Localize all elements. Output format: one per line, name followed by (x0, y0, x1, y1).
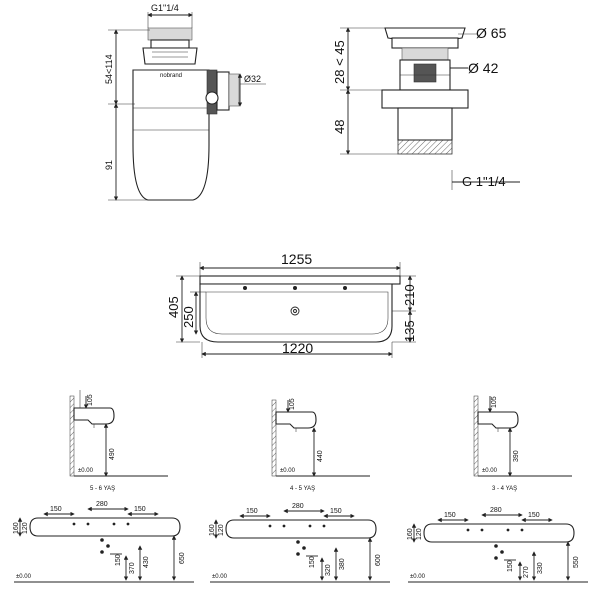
siphon-range-label: 54<114 (104, 54, 114, 84)
side3-floor-label: ±0.00 (482, 468, 498, 474)
side2-height-label: 440 (317, 450, 324, 462)
waste-lower-label: 48 (332, 120, 347, 134)
front2-h2-label: 120 (218, 524, 225, 536)
front3-total-label: 550 (573, 556, 580, 568)
front1-d2-label: 370 (129, 562, 136, 574)
basin-width-bowl-label: 1220 (282, 340, 313, 356)
side3-height-label: 390 (513, 450, 520, 462)
basin-inner-depth-label: 250 (181, 306, 196, 328)
front1-floor-label: ±0.00 (16, 574, 32, 580)
front-view-3: 150 280 150 160 120 150 270 330 550 ±0.0… (407, 507, 588, 583)
front1-d3-label: 430 (143, 556, 150, 568)
front2-center-label: 280 (292, 503, 304, 510)
siphon-lower-label: 91 (104, 160, 114, 170)
front3-h2-label: 120 (416, 528, 423, 540)
front2-d1-label: 150 (309, 556, 316, 568)
bottle-siphon-drawing: nobrand 54<114 91 G1"1/4 Ø32 (104, 3, 266, 201)
side1-height-label: 490 (109, 448, 116, 460)
front2-d3-label: 380 (339, 558, 346, 570)
basin-front-depth-label: 135 (402, 320, 417, 342)
front1-total-label: 650 (179, 552, 186, 564)
basin-width-total-label: 1255 (281, 251, 312, 267)
front3-h1-label: 160 (407, 528, 414, 540)
side-view-1: 105 490 ±0.00 5 - 6 YAŞ (69, 390, 168, 492)
basin-plan-drawing: 1255 1220 405 250 210 135 (166, 251, 417, 358)
front3-floor-label: ±0.00 (410, 574, 426, 580)
front1-h2-label: 120 (22, 522, 29, 534)
waste-valve-drawing: 28 < 45 48 Ø 65 Ø 42 G 1"1/4 (332, 25, 520, 190)
front1-center-label: 280 (96, 501, 108, 508)
siphon-thread-label: G1"1/4 (151, 3, 179, 13)
side2-floor-label: ±0.00 (280, 468, 296, 474)
front3-right-label: 150 (528, 512, 540, 519)
front3-center-label: 280 (490, 507, 502, 514)
front3-d3-label: 330 (537, 562, 544, 574)
side1-top-label: 105 (87, 394, 94, 406)
side-view-2: 105 440 ±0.00 4 - 5 YAŞ (271, 398, 370, 492)
basin-back-depth-label: 210 (402, 284, 417, 306)
basin-depth-label: 405 (166, 296, 181, 318)
side1-floor-label: ±0.00 (78, 468, 94, 474)
side3-caption: 3 - 4 YAŞ (492, 486, 517, 492)
front1-d1-label: 150 (115, 554, 122, 566)
front2-d2-label: 320 (325, 564, 332, 576)
front1-left-label: 150 (50, 506, 62, 513)
front2-h1-label: 160 (209, 524, 216, 536)
side2-caption: 4 - 5 YAŞ (290, 486, 315, 492)
waste-thread-label: G 1"1/4 (462, 174, 506, 189)
front1-h1-label: 160 (13, 522, 20, 534)
front3-d1-label: 150 (507, 560, 514, 572)
side1-caption: 5 - 6 YAŞ (90, 486, 115, 492)
front2-total-label: 600 (375, 554, 382, 566)
side-view-3: 105 390 ±0.00 3 - 4 YAŞ (473, 395, 572, 492)
front3-left-label: 150 (444, 512, 456, 519)
front2-left-label: 150 (246, 508, 258, 515)
front-view-2: 150 280 150 160 120 150 320 380 600 ±0.0… (209, 503, 390, 583)
front3-d2-label: 270 (523, 566, 530, 578)
front-view-1: 150 280 150 160 120 150 370 430 650 ±0.0… (13, 501, 194, 583)
side2-top-label: 105 (289, 398, 296, 410)
waste-range-label: 28 < 45 (332, 40, 347, 84)
siphon-brand-label: nobrand (160, 73, 182, 79)
front2-floor-label: ±0.00 (212, 574, 228, 580)
front1-right-label: 150 (134, 506, 146, 513)
siphon-outlet-label: Ø32 (244, 74, 261, 84)
waste-body-label: Ø 42 (468, 60, 499, 76)
side3-top-label: 105 (491, 396, 498, 408)
waste-head-label: Ø 65 (476, 25, 507, 41)
front2-right-label: 150 (330, 508, 342, 515)
